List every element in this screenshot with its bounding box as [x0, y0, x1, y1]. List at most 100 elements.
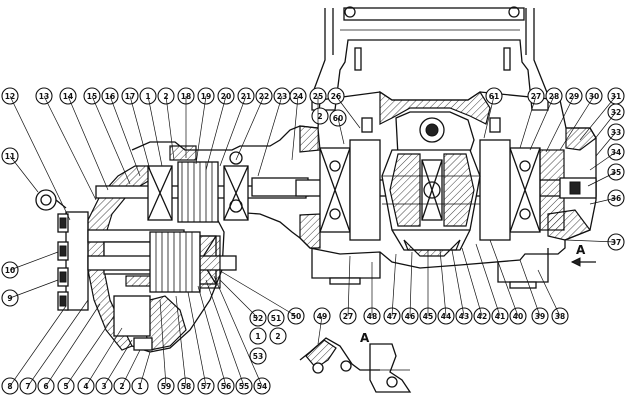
svg-text:4: 4: [83, 382, 88, 391]
svg-text:43: 43: [459, 312, 469, 321]
svg-text:5: 5: [63, 382, 68, 391]
leader-line: [45, 303, 101, 387]
leader-line: [235, 95, 265, 161]
leader-line: [9, 279, 59, 299]
svg-text:55: 55: [239, 382, 249, 391]
leader-line: [337, 117, 345, 145]
leader-line: [213, 275, 263, 387]
leader-line: [595, 131, 617, 157]
leader-line: [109, 95, 141, 177]
leader-line: [335, 95, 361, 129]
leader-line: [65, 315, 115, 387]
view-label-a: A: [576, 243, 586, 257]
svg-text:6: 6: [43, 382, 48, 391]
leader-line: [85, 327, 123, 387]
leader-line: [347, 255, 351, 317]
leader-line: [121, 349, 141, 387]
svg-text:2: 2: [317, 112, 322, 121]
leader-line: [451, 249, 465, 317]
leader-line: [205, 95, 227, 171]
svg-text:40: 40: [513, 312, 523, 321]
leader-line: [589, 197, 617, 205]
svg-text:46: 46: [405, 312, 415, 321]
leader-line: [257, 95, 283, 177]
leader-line: [165, 95, 175, 161]
svg-text:2: 2: [275, 332, 280, 341]
svg-text:8: 8: [7, 382, 12, 391]
leader-line: [475, 243, 501, 317]
svg-text:45: 45: [423, 312, 433, 321]
svg-text:56: 56: [221, 382, 231, 391]
svg-text:59: 59: [161, 382, 171, 391]
leader-line: [545, 95, 575, 153]
leader-line: [461, 247, 483, 317]
callout-midstack-53: 53: [249, 347, 267, 365]
svg-text:36: 36: [611, 194, 621, 203]
leader-line: [9, 305, 67, 387]
leader-line: [27, 299, 89, 387]
leader-line: [409, 251, 413, 317]
callout-midstack-1: 1: [249, 327, 267, 345]
leader-line: [9, 251, 59, 271]
detail-a: [299, 337, 412, 393]
output-shaft: [87, 231, 237, 337]
leader-line: [147, 95, 163, 167]
svg-text:10: 10: [5, 266, 15, 275]
leader-line: [139, 351, 151, 387]
svg-text:57: 57: [201, 382, 211, 391]
svg-text:2: 2: [119, 382, 124, 391]
leader-line: [565, 239, 617, 243]
svg-text:50: 50: [291, 312, 301, 321]
svg-text:35: 35: [611, 168, 621, 177]
leader-line: [529, 95, 555, 151]
housing-feet: [311, 248, 549, 289]
leader-line: [483, 95, 495, 139]
svg-text:53: 53: [253, 352, 263, 361]
svg-text:34: 34: [611, 148, 621, 157]
svg-text:48: 48: [367, 312, 377, 321]
leader-line: [9, 95, 71, 221]
leader-line: [579, 95, 617, 141]
svg-text:9: 9: [7, 294, 12, 303]
leader-line: [519, 95, 537, 149]
leader-line: [159, 299, 167, 387]
leader-line: [197, 285, 227, 387]
svg-text:44: 44: [441, 312, 451, 321]
leader-line: [317, 315, 323, 345]
leader-line: [589, 151, 617, 171]
leader-line: [537, 269, 561, 317]
svg-text:3: 3: [101, 382, 106, 391]
svg-text:54: 54: [257, 382, 267, 391]
leader-line: [587, 171, 617, 187]
svg-text:58: 58: [181, 382, 191, 391]
mounting-frame: [311, 6, 549, 111]
leader-line: [91, 95, 131, 185]
svg-text:1: 1: [255, 332, 260, 341]
svg-text:1: 1: [137, 382, 142, 391]
leader-line: [43, 95, 97, 201]
differential: [381, 149, 481, 257]
leader-line: [187, 291, 207, 387]
callout-midstack2-2: 2: [269, 327, 287, 345]
leader-line: [489, 239, 519, 317]
svg-text:47: 47: [387, 312, 397, 321]
upper-shaft: [95, 145, 309, 223]
leader-line: [519, 259, 541, 317]
svg-text:7: 7: [25, 382, 30, 391]
leader-line: [439, 249, 447, 317]
callout-inner-2: 2: [311, 107, 329, 125]
leader-line: [195, 95, 207, 165]
leader-line: [593, 111, 617, 141]
leader-line: [103, 339, 133, 387]
leader-line: [205, 279, 245, 387]
leader-line: [391, 253, 397, 317]
leader-line: [559, 95, 595, 151]
svg-text:39: 39: [535, 312, 545, 321]
leader-line: [291, 95, 299, 161]
view-arrow-a: A A: [360, 243, 596, 345]
leader-line: [175, 295, 187, 387]
svg-text:38: 38: [555, 312, 565, 321]
svg-text:42: 42: [477, 312, 487, 321]
